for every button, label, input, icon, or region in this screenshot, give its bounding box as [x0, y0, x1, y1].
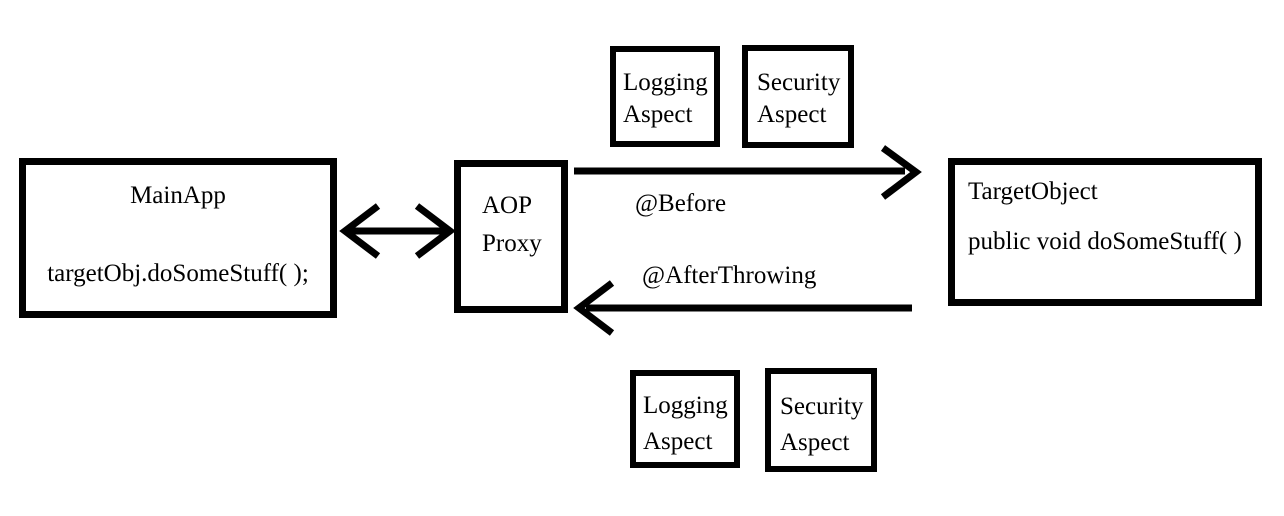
logging-aspect-bottom-line2: Aspect	[643, 428, 713, 455]
logging-aspect-top-line2: Aspect	[623, 101, 693, 128]
security-aspect-top-line2: Aspect	[757, 101, 827, 128]
target-object-box: TargetObject public void doSomeStuff( )	[948, 158, 1262, 306]
main-app-code: targetObj.doSomeStuff( );	[47, 260, 309, 287]
after-throwing-annotation-label: @AfterThrowing	[642, 262, 817, 289]
security-aspect-bottom-line1: Security	[780, 393, 864, 420]
before-annotation-label: @Before	[635, 190, 727, 217]
logging-aspect-bottom-line1: Logging	[643, 392, 728, 419]
main-app-box: MainApp targetObj.doSomeStuff( );	[19, 158, 337, 318]
logging-aspect-top-line1: Logging	[623, 69, 708, 96]
aop-proxy-box: AOP Proxy	[454, 160, 568, 313]
aop-proxy-label-line1: AOP	[482, 192, 533, 219]
bidirectional-arrow	[339, 203, 456, 259]
security-aspect-box-top: Security Aspect	[742, 45, 854, 148]
security-aspect-box-bottom: Security Aspect	[765, 368, 877, 472]
security-aspect-bottom-line2: Aspect	[780, 429, 850, 456]
logging-aspect-box-top: Logging Aspect	[610, 46, 720, 147]
target-object-signature: public void doSomeStuff( )	[968, 228, 1242, 255]
main-app-title: MainApp	[130, 182, 226, 209]
before-arrow	[574, 145, 922, 200]
logging-aspect-box-bottom: Logging Aspect	[630, 370, 740, 468]
security-aspect-top-line1: Security	[757, 69, 841, 96]
aop-proxy-label-line2: Proxy	[482, 230, 542, 257]
target-object-title: TargetObject	[968, 178, 1098, 205]
